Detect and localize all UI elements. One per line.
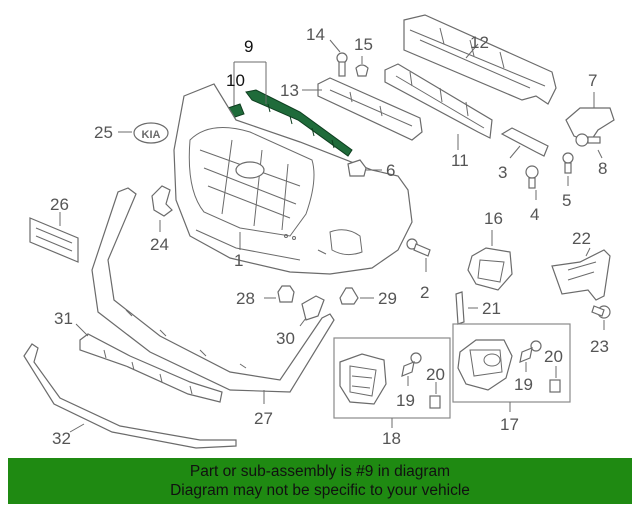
callout-28: 28 — [236, 289, 255, 308]
part-12-reinforcement-beam — [403, 14, 557, 105]
part-29-retainer — [339, 287, 359, 305]
part-18-fog-lamp-assembly-left — [339, 353, 387, 405]
callout-25: 25 — [94, 123, 113, 142]
callout-19-left: 19 — [396, 391, 415, 410]
part-27-lower-valance — [91, 187, 335, 393]
part-19-screw-left — [401, 352, 422, 377]
callout-6: 6 — [386, 161, 395, 180]
callout-8: 8 — [598, 159, 607, 178]
callout-24: 24 — [150, 235, 169, 254]
part-1-front-bumper-cover — [173, 83, 413, 275]
callout-17: 17 — [500, 415, 519, 434]
part-2-screw — [406, 238, 431, 257]
callout-7: 7 — [588, 71, 597, 90]
part-5-screw — [562, 152, 574, 174]
part-23-screw — [591, 305, 611, 319]
callout-12: 12 — [470, 33, 489, 52]
part-24-bracket — [151, 185, 173, 217]
part-6-bracket — [347, 159, 367, 177]
callout-22: 22 — [572, 229, 591, 248]
callout-4: 4 — [530, 205, 539, 224]
callout-5: 5 — [562, 191, 571, 210]
callout-3: 3 — [498, 163, 507, 182]
callout-14: 14 — [306, 25, 325, 44]
callout-1: 1 — [234, 251, 243, 270]
part-16-fog-lamp — [467, 247, 513, 291]
callout-9: 9 — [244, 37, 253, 56]
part-31-lower-grille — [79, 333, 223, 403]
callout-29: 29 — [378, 289, 397, 308]
callout-20-right: 20 — [544, 347, 563, 366]
callout-30: 30 — [276, 329, 295, 348]
callout-23: 23 — [590, 337, 609, 356]
part-19-screw-right — [519, 340, 542, 363]
part-21-trim-strip — [455, 291, 465, 325]
part-4-screw — [525, 165, 539, 189]
callout-10: 10 — [226, 71, 245, 90]
part-17-fog-lamp-assembly-right — [457, 339, 513, 391]
callout-11: 11 — [451, 151, 469, 170]
callout-27: 27 — [254, 409, 273, 428]
callout-32: 32 — [52, 429, 71, 448]
callout-26: 26 — [50, 195, 69, 214]
callout-21: 21 — [482, 299, 501, 318]
callout-19-right: 19 — [514, 375, 533, 394]
part-8-bolt — [575, 133, 601, 147]
part-28-retainer — [277, 285, 295, 303]
callout-13: 13 — [280, 81, 299, 100]
callout-18: 18 — [382, 429, 401, 448]
callout-16: 16 — [484, 209, 503, 228]
callout-31: 31 — [54, 309, 73, 328]
callout-15: 15 — [354, 35, 373, 54]
banner-line-2: Diagram may not be specific to your vehi… — [170, 482, 470, 499]
part-30-bracket — [301, 295, 325, 321]
part-20-clip-left — [429, 395, 441, 409]
emblem-logo-text: KIA — [142, 129, 161, 141]
part-info-banner: Part or sub-assembly is #9 in diagram Di… — [8, 458, 632, 504]
banner-line-1: Part or sub-assembly is #9 in diagram — [189, 463, 451, 480]
part-20-clip-right — [549, 379, 561, 393]
part-14-bolt — [336, 52, 348, 77]
part-15-clip — [355, 64, 369, 77]
parts-diagram: 12 11 13 14 15 9 10 — [23, 14, 615, 449]
part-9-radiator-grille-molding — [245, 89, 353, 157]
part-11-energy-absorber — [384, 63, 493, 139]
part-3-bracket — [500, 127, 549, 157]
part-25-emblem: KIA — [133, 122, 169, 144]
callout-20-left: 20 — [426, 365, 445, 384]
part-22-side-bracket — [551, 249, 611, 301]
part-32-lower-molding — [23, 343, 237, 449]
assembly-box-17 — [452, 323, 571, 403]
part-13-upper-shield — [317, 77, 423, 141]
callout-2: 2 — [420, 283, 429, 302]
part-26-license-bracket — [29, 217, 79, 263]
